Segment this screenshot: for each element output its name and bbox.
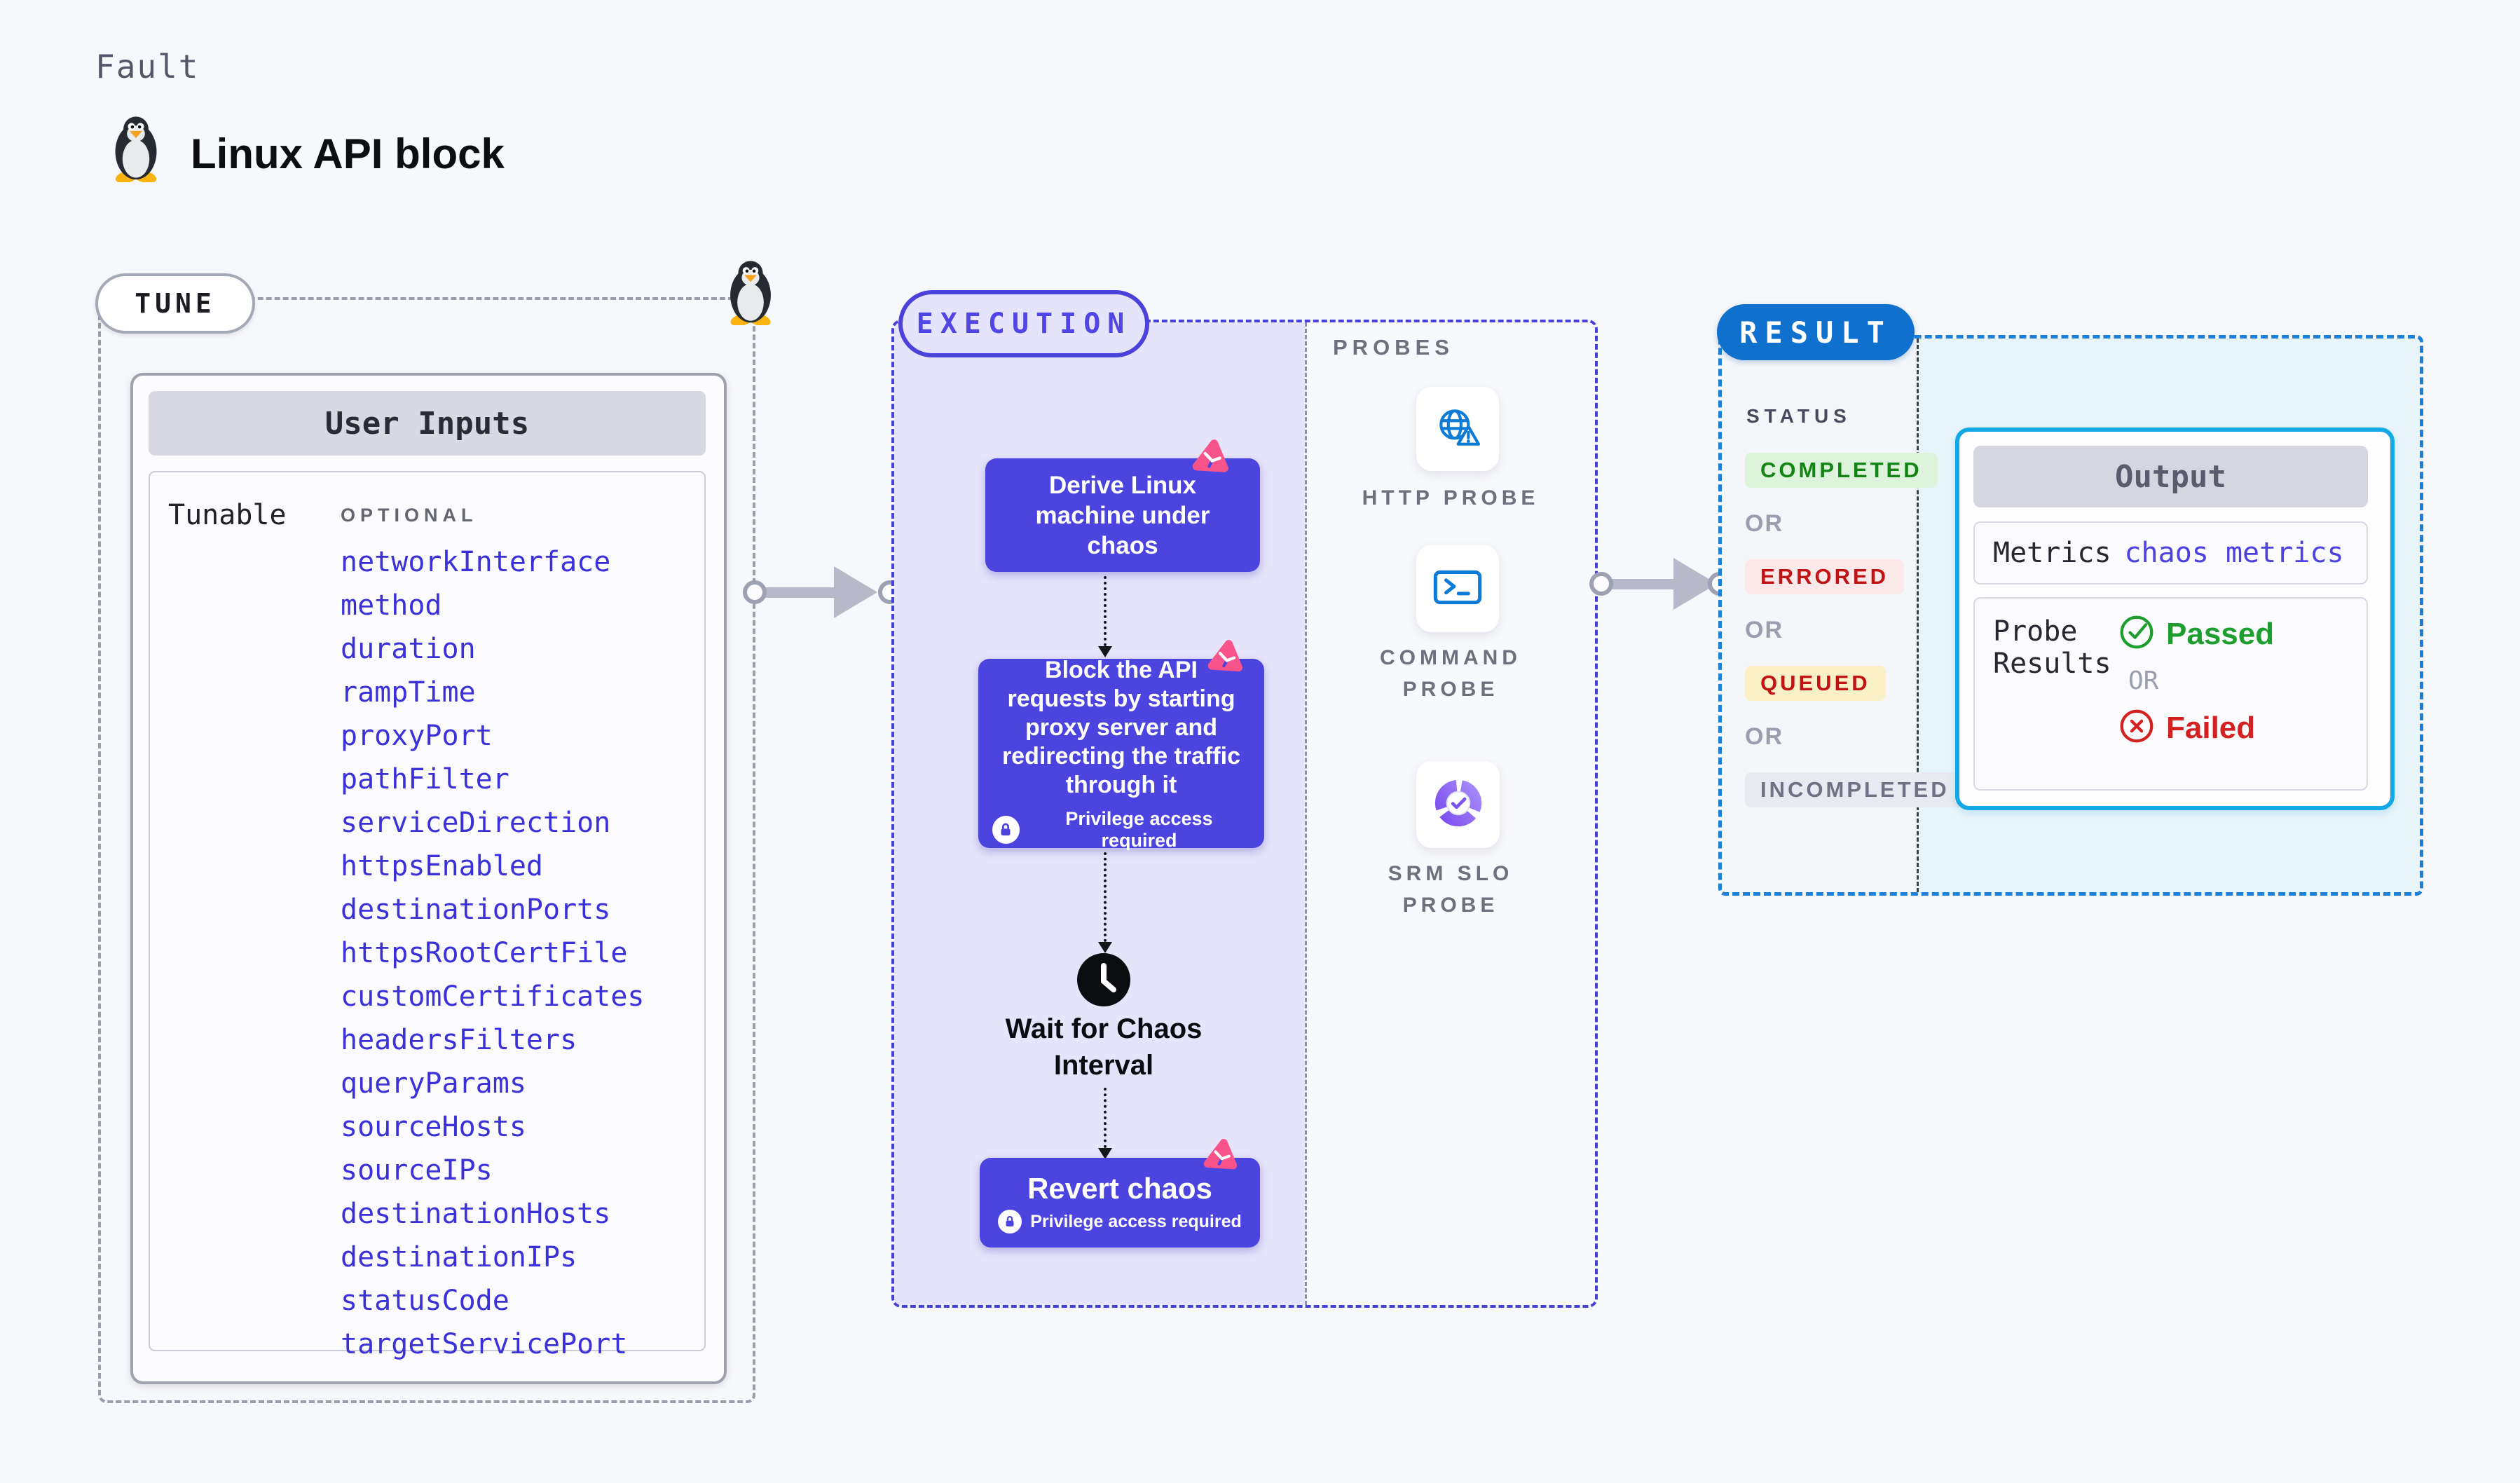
status-badges: COMPLETED OR ERRORED OR QUEUED OR INCOMP… [1745,453,1965,807]
status-output-divider [1917,339,1919,892]
tunable-label: Tunable [168,499,287,531]
user-inputs-body: Tunable OPTIONAL networkInterface method d… [149,471,706,1358]
derive-step-label: Derive Linux machine under chaos [1035,471,1210,559]
srm-slo-probe-icon [1431,776,1486,834]
http-probe-card [1416,387,1499,471]
status-badge-completed: COMPLETED [1745,453,1938,488]
flow-arrowhead [1098,646,1112,657]
metrics-value: chaos metrics [2124,537,2344,569]
flow-connector [1104,576,1107,646]
flow-connector [1104,1088,1107,1148]
param-item: destinationIPs [341,1241,577,1273]
user-inputs-header: User Inputs [149,391,706,456]
block-step-box: Block the API requests by starting proxy… [978,656,1264,851]
srm-slo-probe-card [1416,761,1500,848]
status-badge-errored: ERRORED [1745,559,1905,594]
revert-step-label: Revert chaos [1027,1172,1212,1205]
chaos-badge-icon [1188,434,1235,481]
chaos-badge-icon [1200,1134,1244,1178]
command-probe-icon [1431,564,1484,614]
flow-arrowhead [1098,1148,1112,1159]
param-item: rampTime [341,676,476,709]
wait-step-label: Wait for Chaos Interval [1005,1013,1203,1081]
page-title: Linux API block [191,130,505,177]
revert-step-box: Revert chaos Privilege access required [980,1158,1260,1248]
http-probe-icon [1430,402,1485,456]
lock-icon [992,815,1020,844]
param-item: queryParams [341,1067,526,1100]
param-item: pathFilter [341,763,509,795]
output-header: Output [1973,446,2368,507]
privilege-note: Privilege access required [1030,1211,1242,1231]
param-item: targetServicePort [341,1328,628,1360]
chaos-badge-icon [1204,635,1249,681]
privilege-note: Privilege access required [1065,807,1213,851]
param-item: sourceHosts [341,1111,526,1143]
tune-section [98,297,755,1403]
tune-pill: TUNE [95,273,255,334]
status-label: STATUS [1746,405,1851,427]
result-pill: RESULT [1717,304,1915,360]
command-probe-label: COMMAND PROBE [1380,646,1521,701]
passed-check-icon [2118,614,2155,654]
param-item: destinationHosts [341,1198,611,1230]
status-badge-queued: QUEUED [1745,666,1886,701]
param-item: statusCode [341,1285,509,1317]
param-item: headersFilters [341,1024,577,1056]
param-item: httpsRootCertFile [341,937,628,969]
param-item: destinationPorts [341,894,611,926]
probe-results-label: Probe Results [1993,615,2111,680]
http-probe-label: HTTP PROBE [1362,486,1540,510]
block-step-label: Block the API requests by starting proxy… [1001,656,1241,798]
status-badge-incompleted: INCOMPLETED [1745,772,1965,807]
or-separator: OR [1745,723,1783,750]
param-item: customCertificates [341,980,645,1013]
failed-label: Failed [2166,710,2256,745]
linux-penguin-icon [102,112,170,184]
clock-icon [1077,953,1130,1006]
derive-step-box: Derive Linux machine under chaos [985,458,1260,572]
param-item: duration [341,633,476,665]
or-separator: OR [2128,667,2159,695]
param-item: sourceIPs [341,1154,493,1187]
command-probe-card [1416,545,1499,632]
linux-penguin-icon-small [722,257,779,327]
or-separator: OR [1745,510,1783,537]
param-list: networkInterface method duration rampTime pr… [341,548,644,1358]
probe-results-values: Passed OR Failed [2118,614,2274,748]
param-item: method [341,589,442,622]
or-separator: OR [1745,617,1783,643]
failed-x-icon [2118,708,2155,748]
metrics-label: Metrics [1993,537,2111,569]
lock-icon [998,1210,1022,1233]
srm-slo-probe-label: SRM SLO PROBE [1388,862,1514,917]
passed-label: Passed [2166,616,2275,651]
param-item: networkInterface [341,546,611,578]
flow-connector [1104,852,1107,942]
param-item: proxyPort [341,720,493,752]
param-item: serviceDirection [341,807,611,839]
flow-arrowhead [1098,942,1112,953]
optional-label: OPTIONAL [341,505,478,526]
output-card: Output Metrics chaos metrics Probe Resul… [1955,428,2395,810]
execution-pill: EXECUTION [898,290,1149,357]
param-item: httpsEnabled [341,850,543,882]
fault-kicker: Fault [95,48,200,86]
probe-results-row: Probe Results Passed OR [1973,597,2368,791]
metrics-row: Metrics chaos metrics [1973,521,2368,585]
probes-zone-divider [1305,322,1307,1305]
user-inputs-card: User Inputs Tunable OPTIONAL networkInte… [130,373,727,1384]
probes-label: PROBES [1333,335,1454,360]
